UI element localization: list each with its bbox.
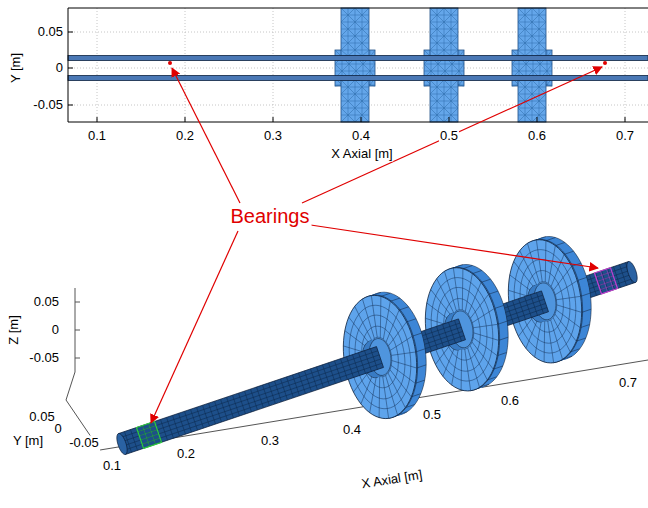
callout-arrow: [172, 68, 240, 203]
shaft-wall: [68, 56, 648, 61]
axis-tick-label: 0.5: [439, 129, 459, 144]
axis-tick-label: 0.6: [500, 394, 520, 409]
axis-title: X Axial [m]: [360, 468, 425, 493]
rotor-3d: [66, 237, 648, 455]
section-plot: [68, 8, 648, 122]
mesh-lines: [138, 423, 160, 446]
disk-section: [518, 80, 546, 122]
axis-title: X Axial [m]: [330, 147, 393, 162]
tick-mark: [97, 117, 98, 122]
axis-title: Y [m]: [9, 52, 24, 84]
mesh-lines: [518, 80, 546, 122]
tick-mark: [625, 117, 626, 122]
disk-section: [430, 80, 458, 122]
axis-tick-label: 0.05: [33, 295, 60, 310]
mesh-lines: [430, 80, 458, 122]
mesh-lines: [120, 349, 382, 453]
axis-tick-label: 0.6: [527, 129, 547, 144]
disk-section: [430, 8, 458, 56]
axis-title: Z [m]: [7, 314, 22, 346]
axis-tick-label: 0.05: [28, 410, 55, 425]
grid-line: [625, 8, 626, 122]
tick-mark: [449, 117, 450, 122]
axis-tick-label: 0: [53, 422, 62, 437]
tick-mark: [361, 117, 362, 122]
tick-mark: [68, 105, 73, 106]
callout-arrow: [304, 224, 598, 268]
tick-mark: [68, 68, 73, 69]
shaft: [118, 347, 383, 455]
axis-tick-label: 0.4: [342, 423, 362, 438]
axis-tick-label: 0.2: [176, 447, 196, 462]
axis-tick-label: 0.7: [618, 376, 638, 391]
axis-tick-label: -0.05: [32, 98, 64, 113]
tick-mark: [75, 330, 80, 331]
disk-section: [518, 8, 546, 56]
disk-section: [341, 80, 369, 122]
mesh-lines: [518, 8, 546, 56]
bearing-band: [594, 268, 617, 294]
mesh-lines: [430, 8, 458, 56]
axis-tick-label: -0.05: [68, 436, 100, 451]
shaft-end: [117, 434, 127, 455]
axis-tick-label: -0.05: [28, 351, 60, 366]
mesh-lines: [341, 80, 369, 122]
callout-label: Bearings: [229, 205, 312, 228]
shaft-end: [627, 262, 637, 283]
axis-tick-label: 0: [55, 61, 64, 76]
shaft-wall: [68, 76, 648, 81]
tick-mark: [185, 117, 186, 122]
axis-tick-label: 0.1: [87, 129, 107, 144]
axis-title: Y [m]: [12, 434, 44, 449]
axis-tick-label: 0.1: [102, 459, 122, 474]
axis-tick-label: 0.3: [263, 129, 283, 144]
bearing-band: [136, 421, 161, 448]
bearing-node: [168, 61, 172, 65]
axis-tick-label: 0.05: [37, 25, 64, 40]
callout-arrow: [151, 231, 238, 423]
grid-line: [97, 8, 98, 122]
mesh-lines: [341, 8, 369, 56]
tick-mark: [75, 358, 80, 359]
callout-arrow: [302, 67, 602, 203]
tick-mark: [75, 302, 80, 303]
tick-mark: [68, 32, 73, 33]
axis-tick-label: 0.2: [175, 129, 195, 144]
axis-tick-label: 0: [51, 323, 60, 338]
axis-tick-label: 0.3: [260, 434, 280, 449]
axis-tick-label: 0.7: [615, 129, 635, 144]
axis-tick-label: 0.5: [422, 408, 442, 423]
bearing-node: [603, 61, 607, 65]
axis-tick-label: 0.4: [351, 129, 371, 144]
tick-mark: [537, 117, 538, 122]
disk-section: [341, 8, 369, 56]
tick-mark: [273, 117, 274, 122]
mesh-lines: [596, 269, 616, 292]
axes-box: [68, 8, 648, 122]
